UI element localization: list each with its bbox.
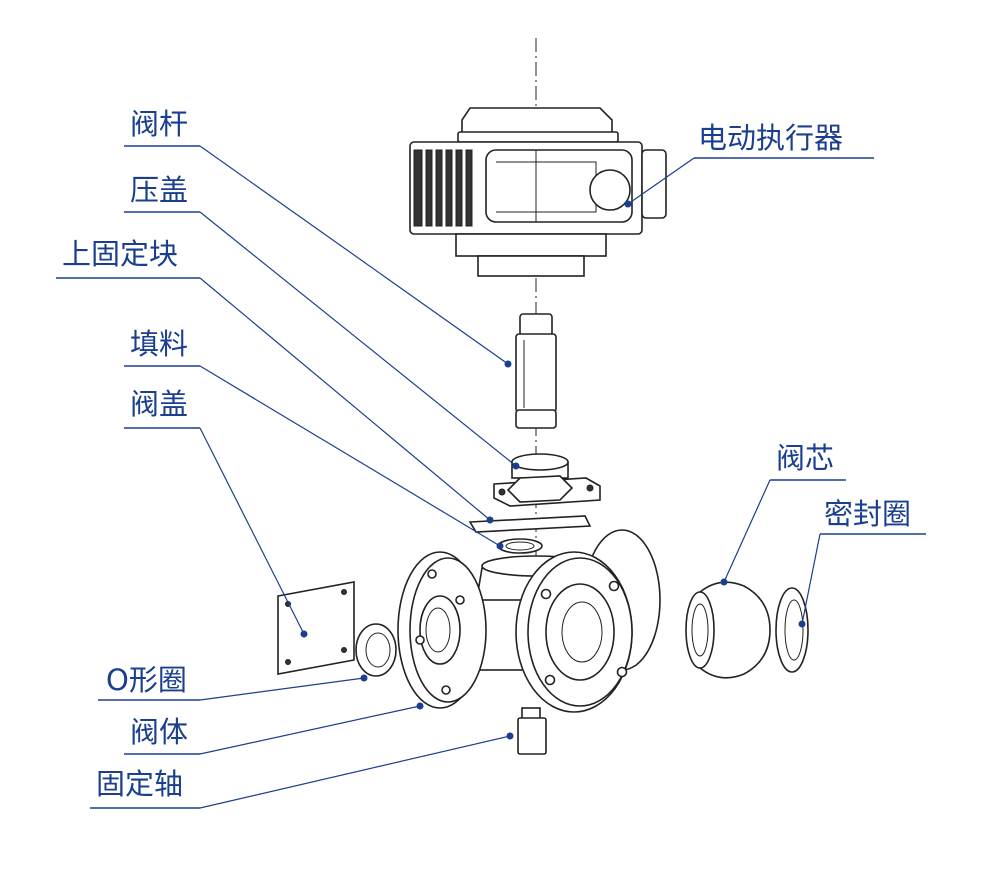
gland bbox=[511, 453, 569, 480]
side-bonnet bbox=[277, 581, 355, 675]
electric-actuator bbox=[409, 107, 667, 277]
seal-ring bbox=[775, 587, 809, 673]
svg-text:O形圈: O形圈 bbox=[106, 663, 187, 697]
o-ring bbox=[355, 623, 397, 677]
valve-core bbox=[685, 581, 771, 679]
svg-text:固定轴: 固定轴 bbox=[96, 767, 183, 801]
label-valve-stem: 阀杆 bbox=[124, 107, 512, 368]
label-fixed-shaft: 固定轴 bbox=[90, 732, 514, 809]
svg-text:阀芯: 阀芯 bbox=[776, 441, 834, 475]
svg-text:电动执行器: 电动执行器 bbox=[698, 121, 843, 155]
label-bonnet: 阀盖 bbox=[124, 387, 308, 638]
label-upper-block: 上固定块 bbox=[56, 237, 494, 524]
upper-fixed-block bbox=[493, 475, 601, 507]
valve-body bbox=[397, 529, 661, 713]
label-valve-body: 阀体 bbox=[124, 702, 424, 755]
label-valve-core: 阀芯 bbox=[720, 441, 846, 586]
svg-text:密封圈: 密封圈 bbox=[824, 497, 911, 531]
svg-text:上固定块: 上固定块 bbox=[62, 237, 178, 271]
fixed-shaft bbox=[517, 707, 547, 755]
svg-text:阀杆: 阀杆 bbox=[130, 107, 188, 141]
label-gland: 压盖 bbox=[124, 173, 520, 470]
packing-ring bbox=[497, 538, 543, 554]
bonnet-plate bbox=[468, 515, 592, 533]
svg-text:压盖: 压盖 bbox=[130, 173, 188, 207]
svg-text:填料: 填料 bbox=[130, 327, 188, 361]
valve-stem bbox=[515, 313, 557, 429]
label-packing: 填料 bbox=[124, 327, 504, 550]
label-seal-ring: 密封圈 bbox=[798, 497, 926, 628]
svg-text:阀体: 阀体 bbox=[130, 715, 188, 749]
label-actuator: 电动执行器 bbox=[624, 121, 874, 208]
label-o-ring: O形圈 bbox=[98, 663, 368, 701]
svg-text:阀盖: 阀盖 bbox=[130, 387, 188, 421]
actuator-cooling-fins bbox=[413, 149, 473, 227]
